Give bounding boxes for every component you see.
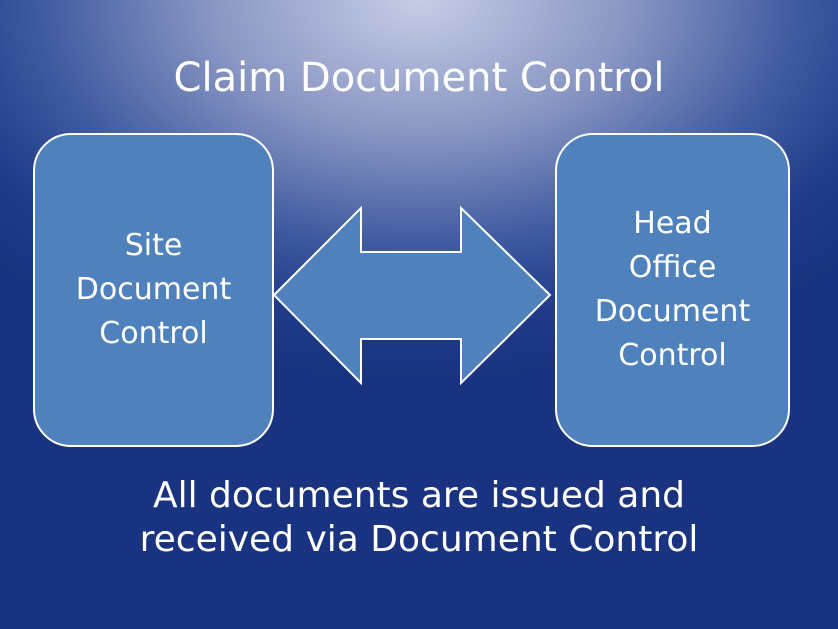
head-office-document-control-box: Head Office Document Control [555,133,790,447]
slide-title: Claim Document Control [173,55,665,101]
site-document-control-box: Site Document Control [33,133,274,447]
head-office-document-control-label: Head Office Document Control [594,206,751,373]
site-document-control-label: Site Document Control [75,228,232,351]
footer-statement: All documents are issued and received vi… [139,475,699,560]
